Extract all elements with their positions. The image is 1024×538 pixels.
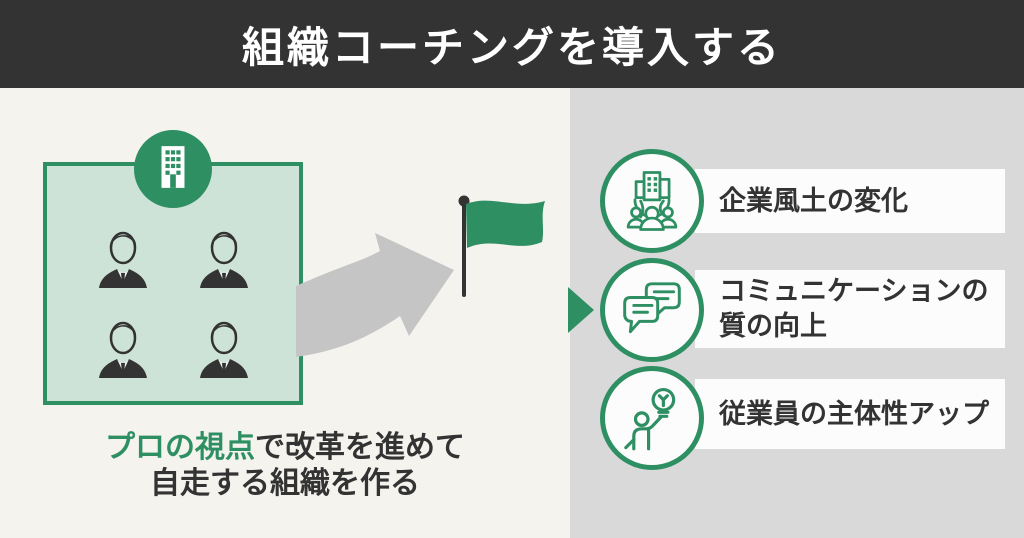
benefit-item: コミュニケーションの質の向上 <box>695 270 1005 348</box>
flow-arrow-icon <box>568 287 594 333</box>
caption-line-1: プロの視点で改革を進めて <box>0 430 570 466</box>
organization-panel: プロの視点で改革を進めて 自走する組織を作る <box>0 88 570 538</box>
company-badge <box>134 130 212 208</box>
goal-flag-icon <box>458 195 545 297</box>
benefits-panel: 企業風土の変化 コミュニケーションの質の向上 <box>568 88 1024 538</box>
caption-highlight: プロの視点 <box>105 431 255 464</box>
page-title: 組織コーチングを導入する <box>241 23 782 71</box>
company-culture-icon <box>600 149 704 253</box>
employee-icon <box>97 316 149 378</box>
caption-line-2: 自走する組織を作る <box>150 467 420 500</box>
employee-icon <box>198 316 250 378</box>
communication-icon <box>600 258 704 362</box>
benefit-item: 従業員の主体性アップ <box>695 379 1005 449</box>
caption-text: プロの視点で改革を進めて 自走する組織を作る <box>0 430 570 502</box>
header-banner: 組織コーチングを導入する <box>0 0 1024 88</box>
curved-arrow-icon <box>296 233 454 357</box>
employee-icon <box>97 226 149 288</box>
caption-rest: で改革を進めて <box>255 431 465 464</box>
building-icon <box>152 143 194 196</box>
employee-icon <box>198 226 250 288</box>
benefit-item: 企業風土の変化 <box>695 169 1005 233</box>
employee-grid <box>97 226 250 378</box>
initiative-icon <box>600 366 704 470</box>
